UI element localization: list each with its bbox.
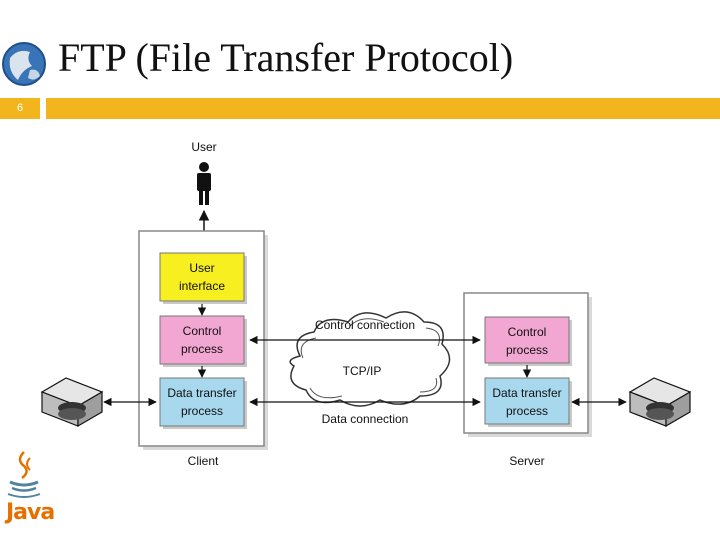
tcpip-cloud (289, 311, 451, 407)
server-control-process-box (484, 316, 570, 364)
server-data-transfer-box (484, 377, 570, 425)
client-control-process-box (159, 315, 245, 365)
client-label: Client (188, 454, 219, 468)
server-label: Server (509, 454, 544, 468)
title-accent-bar (46, 98, 720, 119)
client-control-line2: process (181, 342, 223, 356)
user-interface-line2: interface (179, 279, 225, 293)
server-control-line2: process (506, 343, 548, 357)
globe-logo-icon (2, 42, 46, 86)
client-data-line1: Data transfer (167, 386, 236, 400)
data-connection-label: Data connection (322, 412, 409, 426)
slide-title: FTP (File Transfer Protocol) (58, 35, 514, 80)
user-interface-box (159, 252, 245, 302)
client-data-transfer-box (159, 377, 245, 427)
tcpip-label: TCP/IP (343, 364, 382, 378)
client-control-line1: Control (183, 324, 222, 338)
client-data-line2: process (181, 404, 223, 418)
user-label: User (191, 140, 216, 154)
slide-number: 6 (0, 98, 40, 119)
server-data-line2: process (506, 404, 548, 418)
java-cup-icon (7, 451, 41, 498)
user-person-icon (197, 162, 211, 205)
server-disk-drive-icon (628, 377, 692, 428)
server-control-line1: Control (508, 325, 547, 339)
java-logo-text: Java (6, 500, 55, 525)
user-interface-line1: User (189, 261, 214, 275)
control-connection-label: Control connection (315, 318, 415, 332)
client-disk-drive-icon (40, 377, 104, 428)
server-data-line1: Data transfer (492, 386, 561, 400)
